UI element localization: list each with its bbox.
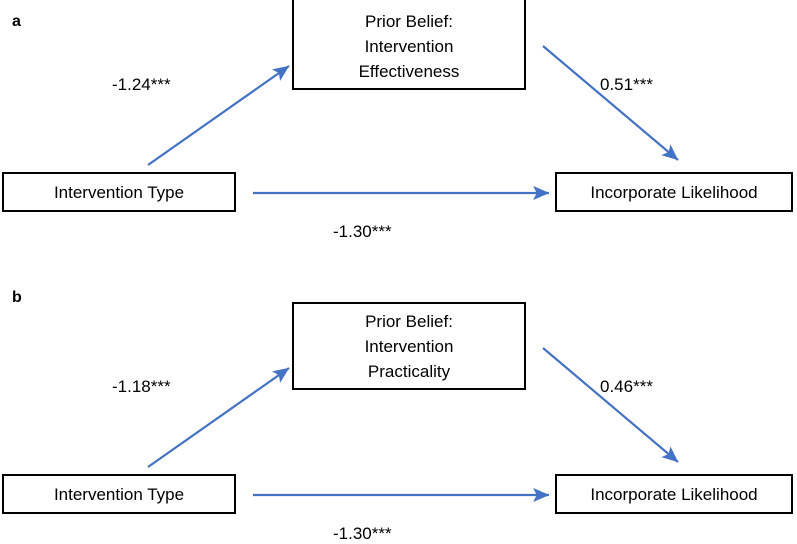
- node-mediator-b-label: Prior Belief: Intervention Practicality: [364, 311, 454, 381]
- node-predictor-a[interactable]: Intervention Type: [2, 172, 236, 212]
- node-mediator-a-label: Prior Belief: Intervention Effectiveness: [358, 12, 460, 81]
- node-outcome-a-label: Incorporate Likelihood: [590, 182, 758, 202]
- node-predictor-a-label: Intervention Type: [53, 182, 185, 202]
- node-outcome-b-label: Incorporate Likelihood: [590, 484, 758, 504]
- node-outcome-b[interactable]: Incorporate Likelihood: [555, 474, 793, 514]
- node-predictor-b[interactable]: Intervention Type: [2, 474, 236, 514]
- path-label-c-panel-a: -1.30***: [333, 222, 392, 241]
- panel-b-arrows: [147, 347, 679, 503]
- node-mediator-b[interactable]: Prior Belief: Intervention Practicality: [292, 302, 526, 390]
- path-arrow-mediator-to-outcome-b: [542, 347, 679, 463]
- path-label-b-panel-b: 0.46***: [600, 377, 653, 396]
- panel-a-arrows: [147, 45, 679, 201]
- path-arrow-predictor-to-mediator-a: [147, 65, 290, 166]
- path-label-c-panel-b: -1.30***: [333, 524, 392, 543]
- path-arrow-mediator-to-outcome-a: [542, 45, 679, 161]
- path-arrow-predictor-to-mediator-b: [147, 367, 290, 468]
- path-label-a-panel-b: -1.18***: [112, 377, 171, 396]
- panel-b: b Prior Belief: Intervention Practicalit…: [0, 272, 797, 544]
- node-mediator-a[interactable]: Prior Belief: Intervention Effectiveness: [292, 0, 526, 90]
- path-label-b-panel-a: 0.51***: [600, 75, 653, 94]
- panel-b-label: b: [12, 289, 22, 306]
- path-label-a-panel-a: -1.24***: [112, 75, 171, 94]
- node-predictor-b-label: Intervention Type: [53, 484, 185, 504]
- panel-a-label: a: [12, 13, 21, 30]
- node-outcome-a[interactable]: Incorporate Likelihood: [555, 172, 793, 212]
- panel-a: a Prior Belief: Intervention Effectivene…: [2, 0, 793, 241]
